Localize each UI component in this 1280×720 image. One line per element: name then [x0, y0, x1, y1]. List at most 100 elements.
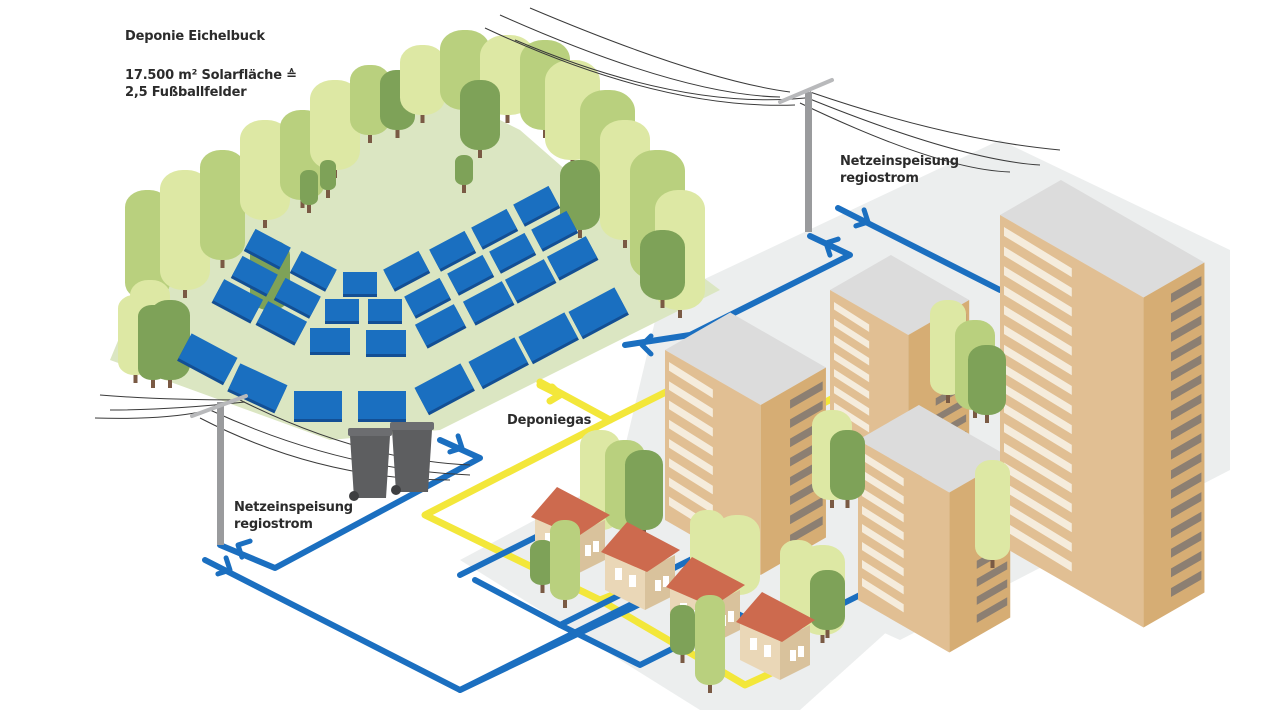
tree-trunk: [845, 494, 850, 508]
balcony-band: [834, 369, 870, 400]
solar-panel-face: [546, 236, 598, 278]
tree-crown: [968, 345, 1006, 415]
balcony-window: [1170, 531, 1202, 558]
balcony-band: [862, 578, 904, 613]
hill-tree: [640, 230, 685, 308]
tree-crown: [975, 460, 1010, 560]
bin-wheel: [349, 491, 359, 501]
building-facade-front: [858, 440, 950, 653]
solar-panel-face: [366, 330, 406, 354]
balcony-window: [976, 597, 1008, 623]
tree-crown: [125, 190, 170, 300]
house-roof: [736, 592, 815, 642]
tree-crown: [695, 595, 725, 685]
balcony-band: [1004, 501, 1072, 552]
house-roof: [531, 487, 610, 537]
solar-panel: [177, 333, 238, 386]
tree-crown: [830, 430, 865, 500]
solar-panel-face: [291, 250, 337, 290]
solar-panel: [366, 330, 406, 357]
tree-trunk: [563, 594, 567, 608]
balcony-window: [1170, 472, 1202, 499]
solar-panel-face: [414, 304, 466, 346]
house-window: [655, 580, 661, 591]
tree-trunk: [623, 234, 627, 248]
balcony-window: [935, 397, 967, 423]
courtyard-tree: [968, 345, 1006, 423]
balcony-window: [1170, 394, 1202, 421]
solar-panel-face: [212, 279, 264, 321]
bin-body: [350, 436, 390, 498]
tree-trunk: [946, 389, 950, 403]
balcony-band: [1004, 521, 1072, 572]
solar-panel: [273, 277, 321, 319]
landfill-gas-text: Deponiegas: [507, 413, 592, 428]
solar-panel-face: [325, 299, 359, 321]
bin-lid: [348, 428, 392, 436]
tree-trunk: [462, 179, 466, 193]
balcony-band: [1004, 246, 1072, 297]
power-wire: [529, 7, 791, 93]
power-wire: [94, 411, 201, 419]
tree-crown: [560, 160, 600, 230]
garden-tree-front: [550, 520, 580, 608]
tree-trunk: [151, 374, 155, 388]
balcony-band: [1004, 285, 1072, 336]
solar-panel: [230, 255, 278, 297]
flow-arrow-icon: [853, 207, 871, 229]
hill-shrub: [455, 155, 473, 193]
tree-trunk: [168, 374, 172, 388]
tree-crown: [400, 45, 445, 115]
tree-crown: [310, 80, 360, 170]
tree-trunk: [678, 304, 682, 318]
tree-crown: [240, 120, 290, 220]
tree-trunk: [990, 554, 995, 568]
tree-trunk: [578, 224, 582, 238]
solar-panel-face: [294, 391, 342, 419]
tree-trunk: [133, 369, 138, 383]
building-roof: [1000, 180, 1205, 298]
balcony-band: [1004, 325, 1072, 376]
solar-panel: [429, 230, 477, 272]
hill-trees-back: [125, 30, 705, 388]
balcony-band: [834, 385, 870, 416]
balcony-window: [1170, 551, 1202, 578]
bin-wheel: [391, 485, 401, 495]
pole-shaft: [217, 402, 224, 545]
balcony-band: [862, 488, 904, 523]
balcony-band: [834, 318, 870, 349]
balcony-band: [1004, 227, 1072, 278]
hill-tree: [400, 45, 445, 123]
house-window: [593, 541, 599, 552]
solar-panel-face: [178, 333, 238, 383]
pole-crossarm: [190, 394, 248, 418]
balcony-band: [1004, 442, 1072, 493]
solar-panel: [294, 391, 342, 422]
solar-panel-face: [245, 228, 291, 268]
hill-shrub: [300, 170, 318, 213]
balcony-window: [1170, 452, 1202, 480]
garden-tree-front: [695, 595, 725, 693]
solar-panel-face: [228, 363, 288, 411]
balcony-band: [834, 335, 870, 366]
tree-trunk: [183, 284, 187, 298]
solar-panel: [358, 391, 406, 422]
balcony-window: [1170, 570, 1202, 597]
solar-panel: [243, 228, 291, 270]
balcony-window: [790, 516, 823, 544]
landfill-title: Deponie Eichelbuck: [125, 28, 265, 45]
solar-panel-face: [232, 255, 278, 295]
grid-feed-in-top-line-2: regiostrom: [840, 171, 919, 186]
hill-tree: [350, 65, 390, 143]
balcony-band: [862, 470, 904, 505]
tree-crown: [300, 170, 318, 205]
solar-panel: [383, 250, 431, 292]
balcony-band: [1004, 462, 1072, 513]
solar-panel-face: [504, 259, 556, 301]
power-wire: [799, 102, 1011, 173]
balcony-window: [1170, 335, 1202, 362]
balcony-band: [1004, 403, 1072, 454]
tree-crown: [530, 540, 555, 585]
solar-panel: [471, 208, 519, 250]
solar-panel: [504, 259, 557, 304]
